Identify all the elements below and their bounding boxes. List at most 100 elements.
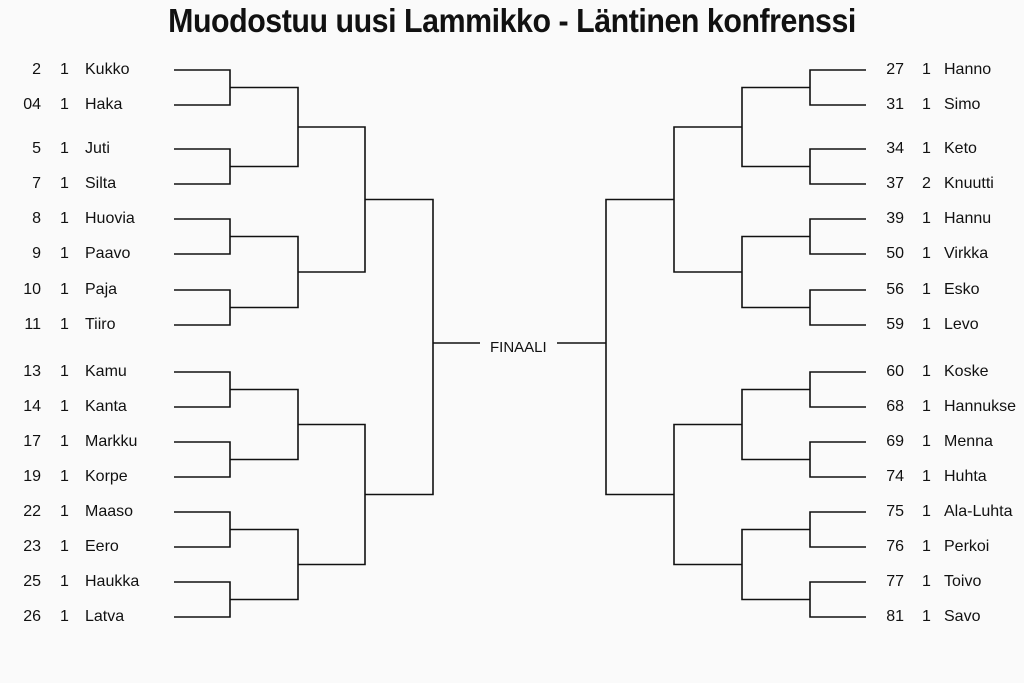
team-seed: 1 [60, 538, 69, 555]
team-name: Latva [85, 608, 125, 625]
team-seed: 1 [60, 281, 69, 298]
team-number: 60 [886, 363, 904, 380]
team-number: 10 [23, 281, 41, 298]
team-row: 13 1 Kamu [0, 361, 170, 383]
team-seed: 1 [60, 175, 69, 192]
bracket-match-line [741, 235, 810, 309]
team-number: 50 [886, 245, 904, 262]
bracket-match-line [174, 581, 231, 618]
bracket-match-line [809, 148, 866, 185]
team-seed: 1 [922, 96, 931, 113]
team-seed: 1 [922, 316, 931, 333]
team-seed: 1 [922, 573, 931, 590]
team-seed: 1 [922, 140, 931, 157]
page-title: Muodostuu uusi Lammikko - Läntinen konfr… [168, 2, 856, 39]
team-seed: 1 [60, 363, 69, 380]
team-name: Korpe [85, 468, 128, 485]
bracket-match-line [298, 126, 366, 273]
team-number: 04 [23, 96, 41, 113]
bracket-match-line [174, 371, 231, 408]
team-seed: 1 [922, 503, 931, 520]
team-number: 69 [886, 433, 904, 450]
team-seed: 1 [922, 433, 931, 450]
team-name: Knuutti [944, 175, 994, 192]
bracket-match-line [809, 511, 866, 548]
team-name: Hannukse [944, 398, 1017, 415]
team-name: Ala-Luhta [944, 503, 1013, 520]
team-seed: 1 [922, 245, 931, 262]
team-seed: 1 [60, 245, 69, 262]
team-name: Simo [944, 96, 981, 113]
bracket-match-line [174, 441, 231, 478]
team-seed: 1 [922, 398, 931, 415]
team-number: 2 [32, 61, 41, 78]
team-seed: 1 [60, 503, 69, 520]
team-seed: 1 [60, 140, 69, 157]
team-seed: 1 [60, 608, 69, 625]
team-row: 81 1 Savo [880, 606, 1024, 628]
team-name: Toivo [944, 573, 982, 590]
team-row: 68 1 Hannukse [880, 396, 1024, 418]
team-number: 59 [886, 316, 904, 333]
team-number: 17 [23, 433, 41, 450]
team-name: Silta [85, 175, 117, 192]
bracket-match-line [741, 86, 810, 168]
bracket-match-line [809, 289, 866, 326]
bracket-match-line [809, 69, 866, 106]
team-number: 8 [32, 210, 41, 227]
bracket-match-line [673, 126, 742, 273]
team-seed: 1 [922, 363, 931, 380]
team-name: Savo [944, 608, 981, 625]
bracket-match-line [230, 528, 299, 601]
team-number: 68 [886, 398, 904, 415]
team-seed: 1 [60, 433, 69, 450]
team-seed: 1 [922, 538, 931, 555]
team-number: 27 [886, 61, 904, 78]
team-number: 7 [32, 175, 41, 192]
team-number: 9 [32, 245, 41, 262]
team-name: Maaso [85, 503, 134, 520]
team-row: 7 1 Silta [0, 173, 170, 195]
bracket-match-line [673, 423, 742, 566]
team-name: Eero [85, 538, 119, 555]
team-number: 81 [886, 608, 904, 625]
team-number: 5 [32, 140, 41, 157]
team-seed: 1 [922, 608, 931, 625]
bracket-match-line [298, 423, 366, 566]
team-name: Tiiro [85, 316, 116, 333]
team-name: Kukko [85, 61, 130, 78]
team-name: Kamu [85, 363, 127, 380]
team-seed: 1 [922, 468, 931, 485]
bracket-match-line [809, 218, 866, 255]
team-number: 13 [23, 363, 41, 380]
bracket-match-line [809, 581, 866, 618]
left-bracket-lines [174, 69, 434, 618]
team-name: Perkoi [944, 538, 990, 555]
bracket-match-line [741, 388, 810, 461]
team-name: Huovia [85, 210, 135, 227]
bracket-match-line [230, 388, 299, 461]
bracket-match-line [230, 86, 299, 168]
bracket-match-line [174, 511, 231, 548]
team-number: 34 [886, 140, 904, 157]
team-seed: 1 [922, 281, 931, 298]
